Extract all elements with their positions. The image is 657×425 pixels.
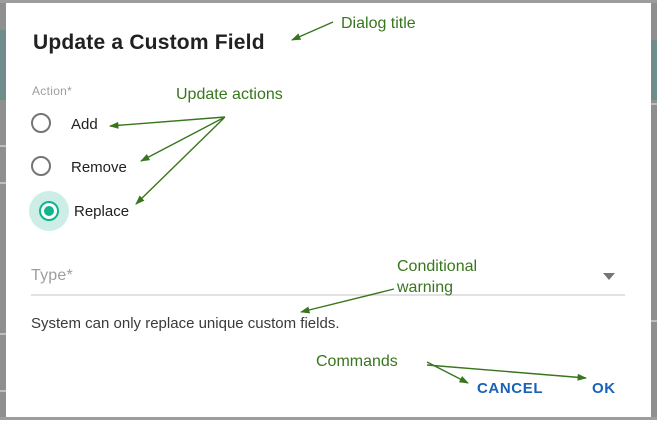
arrow-to-radio-add (109, 116, 226, 129)
radio-selected-dot (44, 206, 54, 216)
background-teal-block (0, 30, 6, 100)
arrow-to-radio-replace (135, 117, 225, 205)
arrow-to-dialog-title (291, 21, 334, 41)
annotation-update-actions: Update actions (176, 86, 283, 103)
frame-border-bottom (0, 417, 657, 420)
radio-add-icon[interactable] (31, 113, 51, 133)
arrow-to-radio-remove (140, 116, 226, 162)
dialog-title: Update a Custom Field (33, 31, 265, 54)
background-row-divider (651, 320, 657, 322)
chevron-down-icon[interactable] (603, 273, 615, 280)
radio-remove-label[interactable]: Remove (71, 159, 127, 176)
background-row-divider (651, 103, 657, 105)
background-row-divider (0, 145, 6, 147)
background-row-divider (0, 333, 6, 335)
cancel-button[interactable]: CANCEL (471, 376, 549, 401)
background-page-left-sliver (0, 3, 6, 417)
background-row-divider (0, 390, 6, 392)
conditional-warning-text: System can only replace unique custom fi… (31, 315, 340, 332)
background-page-right-sliver (651, 3, 657, 417)
type-select-underline (31, 294, 625, 296)
background-row-divider (0, 182, 6, 184)
arrow-to-warning (300, 288, 395, 314)
action-group-label: Action* (32, 84, 73, 98)
radio-selected-ring (39, 201, 59, 221)
annotation-dialog-title: Dialog title (341, 15, 416, 32)
type-select-label[interactable]: Type* (31, 267, 73, 284)
radio-replace-label[interactable]: Replace (74, 203, 130, 220)
frame-border-top (0, 0, 657, 3)
radio-replace-icon[interactable] (29, 191, 69, 231)
radio-remove-icon[interactable] (31, 156, 51, 176)
annotation-commands: Commands (316, 353, 398, 370)
radio-add-label[interactable]: Add (71, 116, 98, 133)
background-teal-block (651, 40, 657, 100)
annotation-conditional-warning: Conditional warning (397, 258, 478, 296)
arrow-to-cancel (426, 361, 469, 384)
ok-button[interactable]: OK (586, 376, 622, 401)
